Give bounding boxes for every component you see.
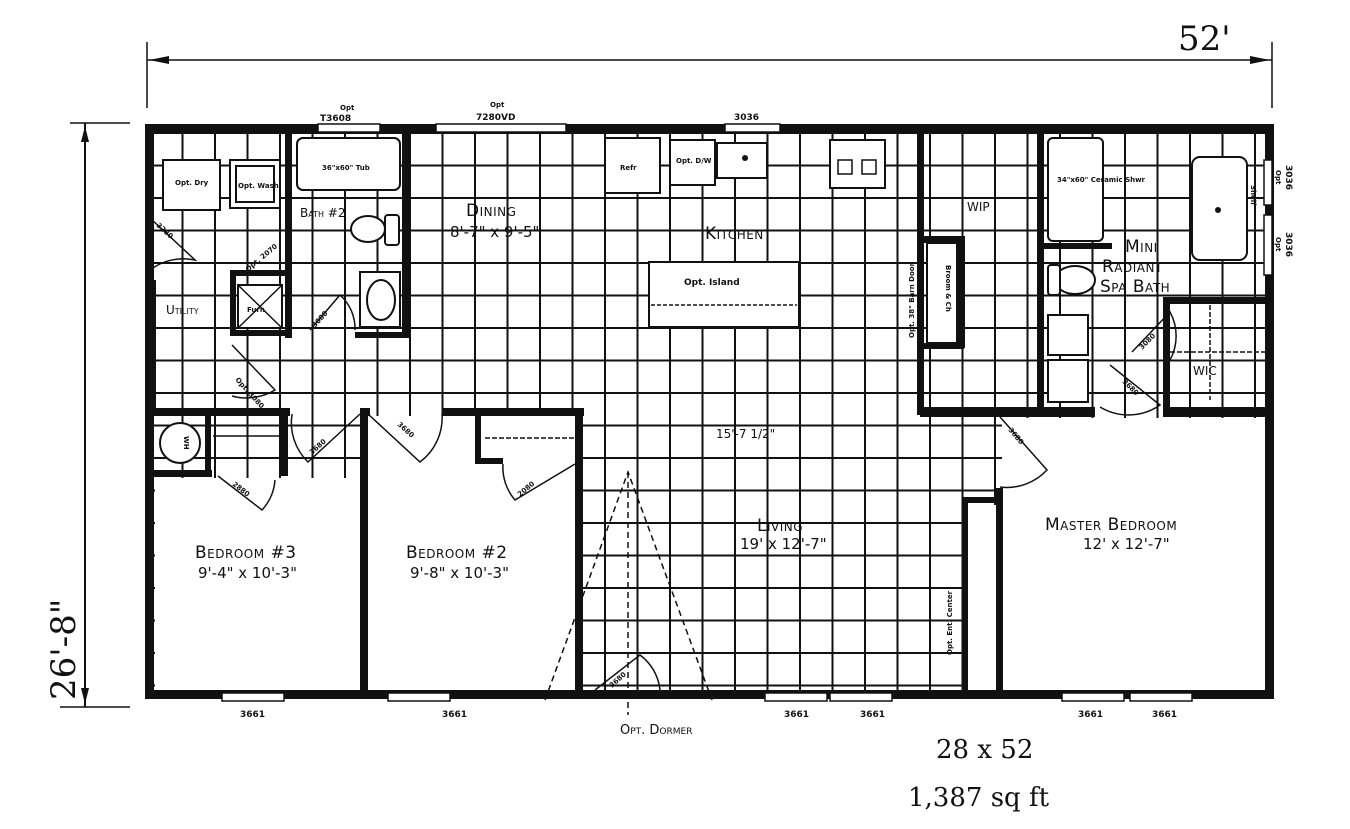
island-label: Opt. Island <box>684 278 740 288</box>
dormer: Opt. Dormer <box>544 469 713 738</box>
svg-text:Opt: Opt <box>490 101 505 109</box>
svg-text:Opt: Opt <box>340 104 355 112</box>
svg-text:WH: WH <box>182 436 190 450</box>
windows-top: Opt T3608 Opt 7280VD 3036 <box>317 101 781 133</box>
dining-size: 8'-7" x 9'-5" <box>450 223 539 241</box>
kitchen-fixtures: Refr Opt. D/W <box>604 137 886 194</box>
square-footage: 1,387 sq ft <box>908 783 1050 813</box>
refrigerator-label: Refr <box>620 164 637 172</box>
dormer-label: Opt. Dormer <box>620 723 692 738</box>
svg-text:Furn: Furn <box>247 306 265 314</box>
closet-shelves <box>485 305 1265 439</box>
depth-label: 26'-8" <box>44 599 84 700</box>
bath2-label: Bath #2 <box>300 206 346 220</box>
master-bedroom-label: Master Bedroom <box>1045 515 1177 535</box>
svg-text:Opt: Opt <box>1274 237 1282 252</box>
bedroom3-label: Bedroom #3 <box>195 543 297 563</box>
barn-door-label: Opt. 38" Barn Door <box>908 262 916 338</box>
ent-center: Opt. Ent. Center <box>946 590 954 655</box>
dining-label: Dining <box>466 201 516 221</box>
master-bedroom-size: 12' x 12'-7" <box>1083 535 1170 553</box>
master-bath-label-3: Spa Bath <box>1100 277 1170 297</box>
svg-text:3680: 3680 <box>1121 378 1141 398</box>
wip-label: WIP <box>967 200 990 214</box>
laundry: Opt. Dry Opt. Wash <box>162 159 281 211</box>
svg-text:3080: 3080 <box>1138 332 1158 352</box>
svg-text:3036: 3036 <box>1283 232 1293 257</box>
bedroom3-size: 9'-4" x 10'-3" <box>198 564 297 582</box>
window-label: T3608 <box>320 114 351 124</box>
washer-label: Opt. Wash <box>238 182 279 190</box>
svg-text:Opt: Opt <box>1274 170 1282 185</box>
svg-text:3661: 3661 <box>860 710 885 720</box>
svg-text:3661: 3661 <box>240 710 265 720</box>
bedroom2-label: Bedroom #2 <box>406 543 508 563</box>
plan-caption: 28 x 52 1,387 sq ft <box>908 735 1050 813</box>
windows-bottom: 3661 3661 3661 3661 3661 3661 <box>221 692 1193 720</box>
bath2-fixtures: 36"x60" Tub Bath #2 <box>296 137 401 328</box>
utility-label: Utility <box>166 303 199 317</box>
window-label: 3036 <box>734 113 759 123</box>
kitchen-label: Kitchen <box>705 224 764 244</box>
furnace: Furn <box>237 284 283 329</box>
svg-text:Shelf: Shelf <box>1249 185 1257 206</box>
island: Opt. Island <box>648 261 800 328</box>
svg-text:Opt. Ent. Center: Opt. Ent. Center <box>946 590 954 655</box>
living-label: Living <box>757 516 803 536</box>
svg-text:Opt. 2070: Opt. 2070 <box>244 242 279 273</box>
tub-label: 36"x60" Tub <box>322 164 370 172</box>
master-bath-label-1: Mini <box>1125 237 1158 257</box>
dryer-label: Opt. Dry <box>175 179 209 187</box>
svg-text:3661: 3661 <box>442 710 467 720</box>
wic-label: WIC <box>1193 364 1217 378</box>
living-size: 19' x 12'-7" <box>740 535 827 553</box>
svg-text:3680: 3680 <box>608 670 628 689</box>
svg-text:3661: 3661 <box>1152 710 1177 720</box>
model-size: 28 x 52 <box>936 735 1033 765</box>
master-bath-label-2: Radiant <box>1102 257 1163 277</box>
room-labels: Dining 8'-7" x 9'-5" Kitchen Utility WIP… <box>166 200 1217 582</box>
living-span: 15'-7 1/2" <box>716 427 775 441</box>
water-heater: WH <box>159 422 280 464</box>
master-bath-fixtures: 34"x60" Ceramic Shwr Shelf <box>1047 137 1257 403</box>
width-label: 52' <box>1178 19 1231 59</box>
bedroom2-size: 9'-8" x 10'-3" <box>410 564 509 582</box>
windows-right: 3036 Opt 3036 Opt <box>1263 159 1293 276</box>
window-label: 7280VD <box>476 113 516 123</box>
exterior-walls <box>145 124 1274 699</box>
svg-text:3661: 3661 <box>1078 710 1103 720</box>
svg-text:3661: 3661 <box>784 710 809 720</box>
shower-label: 34"x60" Ceramic Shwr <box>1057 176 1146 184</box>
width-dimension: 52' <box>146 19 1273 108</box>
dishwasher-label: Opt. D/W <box>676 157 712 165</box>
depth-dimension: 26'-8" <box>44 122 130 708</box>
pantry: Broom & Ch Opt. 38" Barn Door <box>908 240 958 400</box>
svg-text:3036: 3036 <box>1283 165 1293 190</box>
svg-text:Broom & Ch: Broom & Ch <box>944 265 952 312</box>
